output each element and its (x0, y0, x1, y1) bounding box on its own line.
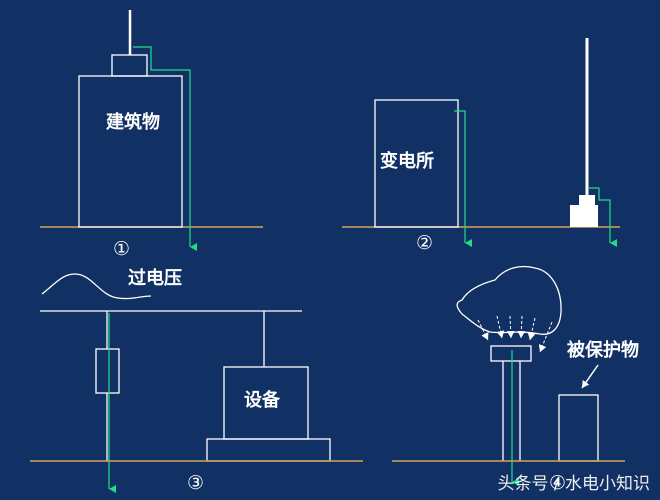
protected-object-label: 被保护物 (567, 340, 639, 361)
pointer-arrow (581, 364, 599, 389)
equipment-base (206, 438, 331, 462)
substation-body (374, 99, 459, 228)
building-label: 建筑物 (106, 112, 160, 133)
substation-label: 变电所 (380, 151, 434, 172)
figure-number-3: ③ (187, 472, 205, 494)
figure-number-1: ① (113, 238, 131, 260)
discharge-arrow (506, 315, 515, 339)
watermark: 头条号 / 水电小知识 (497, 474, 650, 494)
lightning-conductor-head (490, 345, 532, 362)
panel-substation (342, 38, 620, 247)
discharge-arrow (538, 321, 553, 353)
discharge-arrow (477, 319, 489, 341)
panel-protected (392, 265, 625, 486)
overvoltage-wave (41, 273, 152, 300)
equipment-label: 设备 (244, 390, 280, 411)
overvoltage-label: 过电压 (128, 268, 182, 289)
discharge-arrow (527, 317, 536, 341)
panel-equipment (30, 273, 363, 493)
roof-box (111, 54, 148, 77)
figure-number-2: ② (416, 232, 434, 254)
rod-base-top (579, 195, 595, 205)
thundercloud (456, 265, 562, 335)
arrester (95, 348, 120, 394)
current-path (589, 187, 617, 247)
figure-number-4: ④ (549, 472, 567, 494)
current-path (133, 46, 197, 251)
discharge-arrow (517, 315, 526, 339)
building-body (78, 75, 183, 228)
panel-building (40, 10, 263, 251)
rod-base (570, 205, 598, 227)
protected-object (558, 394, 599, 462)
current-path (454, 110, 472, 247)
discharge-arrow (496, 315, 505, 339)
